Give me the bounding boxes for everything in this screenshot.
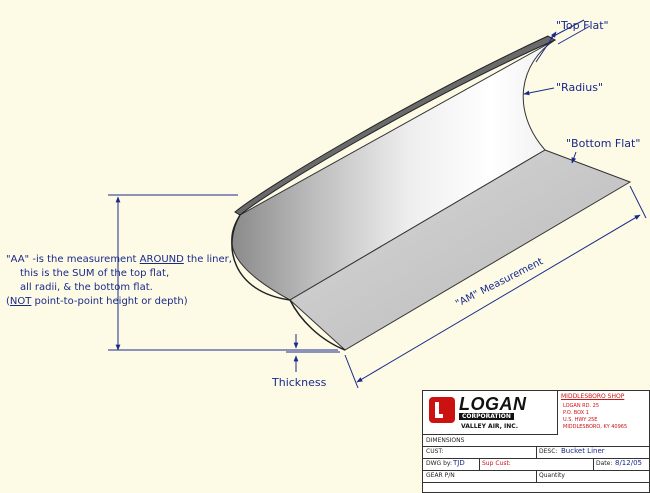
logo-box: LOGAN CORPORATION VALLEY AIR, INC.	[423, 391, 558, 435]
radius-label: "Radius"	[556, 81, 604, 94]
top-flat-extension-2	[557, 25, 591, 45]
aa-line-2: this is the SUM of the top flat,	[20, 268, 170, 279]
logo-name: LOGAN	[459, 394, 527, 414]
sup-label: Sup Cust:	[482, 460, 511, 467]
logo-mark-icon	[429, 397, 455, 423]
shop-name: MIDDLESBORO SHOP	[561, 393, 625, 400]
bottom-flat-leader	[571, 151, 577, 164]
am-extension-left	[344, 354, 359, 389]
aa-line-3: all radii, & the bottom flat.	[20, 282, 153, 293]
addr-3: U.S. HWY 25E	[563, 417, 598, 423]
logo-sub: VALLEY AIR, INC.	[461, 423, 518, 430]
date-value: 8/12/05	[615, 459, 642, 467]
aa-line-1-post: the liner,	[183, 254, 232, 265]
aa-around: AROUND	[139, 254, 184, 265]
row-gear: GEAR P/N Quantity	[423, 470, 649, 483]
addr-4: MIDDLESBORO, KY 40965	[563, 424, 628, 430]
date-label: Date:	[596, 460, 613, 467]
gear-label: GEAR P/N	[426, 472, 455, 479]
dwg-label: DWG by:	[426, 460, 453, 467]
desc-value: Bucket Liner	[561, 447, 605, 455]
annotation-lines	[108, 19, 647, 389]
logo-corp: CORPORATION	[459, 413, 514, 420]
aa-line-4-pre: (	[6, 296, 10, 307]
liner-bottom-edge	[289, 299, 346, 351]
row-cust: CUST: DESC: Bucket Liner	[423, 446, 649, 459]
liner-front-edge	[231, 214, 291, 301]
aa-line-1-pre: "AA" -is the measurement	[6, 254, 140, 265]
aa-description: "AA" -is the measurement AROUND the line…	[6, 253, 232, 309]
shop-address: MIDDLESBORO SHOP LOGAN RD. 25 P.O. BOX 1…	[559, 391, 649, 435]
top-flat-leader	[535, 31, 557, 63]
am-extension-right	[629, 185, 647, 219]
cust-label: CUST:	[426, 448, 444, 455]
bottom-flat-label: "Bottom Flat"	[566, 137, 641, 150]
addr-2: P.O. BOX 1	[563, 410, 589, 416]
qty-label: Quantity	[539, 472, 565, 479]
aa-not: NOT	[9, 296, 32, 307]
thickness-label: Thickness	[272, 376, 327, 389]
radius-leader	[523, 87, 555, 96]
aa-line-1: "AA" -is the measurement AROUND the line…	[6, 253, 232, 267]
title-block: LOGAN CORPORATION VALLEY AIR, INC. MIDDL…	[422, 390, 650, 493]
desc-label: DESC:	[539, 448, 558, 455]
addr-1: LOGAN RD. 25	[563, 403, 600, 409]
dwg-value: TJD	[453, 459, 465, 467]
dimensions-label: DIMENSIONS	[426, 437, 465, 444]
top-flat-label: "Top Flat"	[556, 19, 609, 32]
aa-line-4-post: point-to-point height or depth)	[31, 296, 188, 307]
aa-line-4: (NOT point-to-point height or depth)	[6, 295, 232, 309]
am-dimension-line	[356, 214, 641, 383]
